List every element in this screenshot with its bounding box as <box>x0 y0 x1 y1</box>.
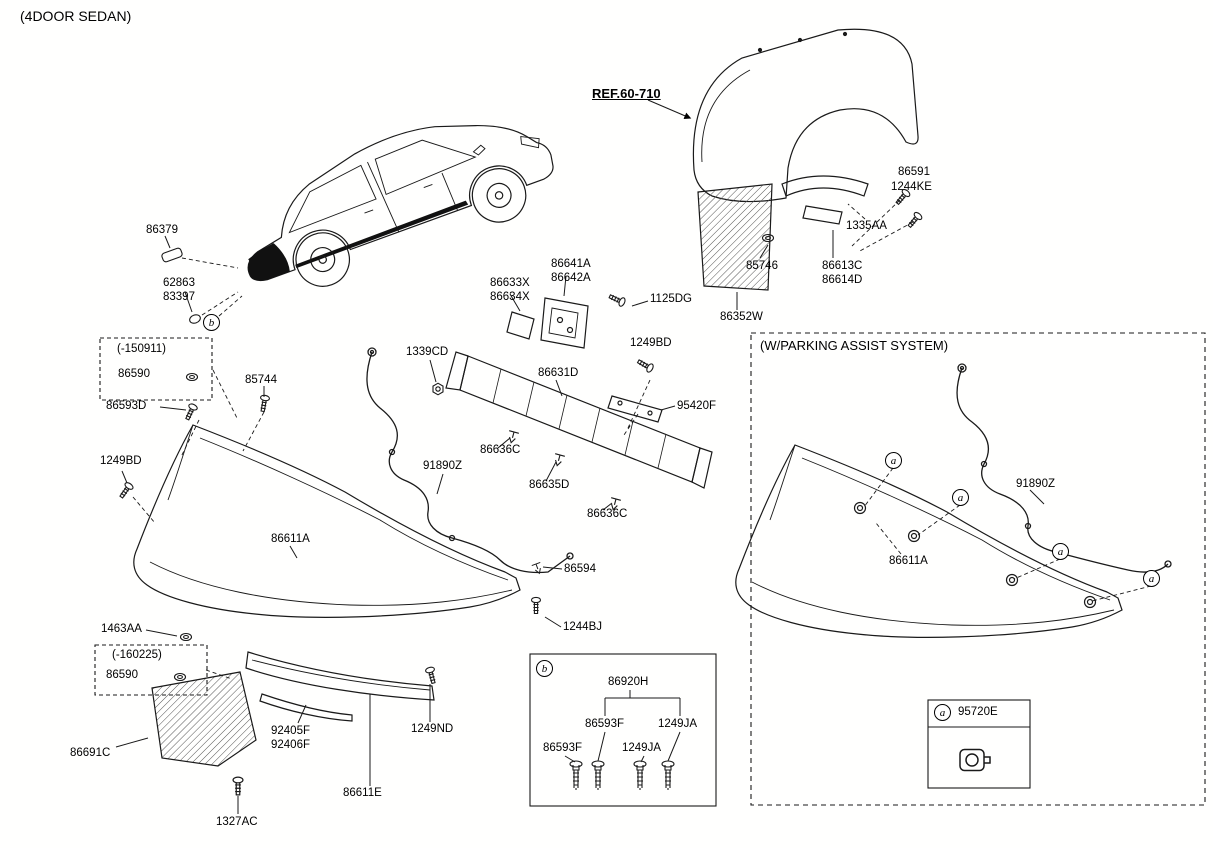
part-86611E: 86611E <box>343 787 382 799</box>
hardware-b-box <box>529 653 717 807</box>
part-86614D: 86614D <box>822 274 863 286</box>
wiring-harness-right <box>956 363 1172 573</box>
part-1244KE: 1244KE <box>891 181 932 193</box>
car-illustration <box>247 124 554 287</box>
part-86593F-2: 86593F <box>543 742 583 754</box>
callout-a-1: a <box>885 452 902 469</box>
part-86611A-left: 86611A <box>271 533 310 545</box>
callout-b-box: b <box>536 660 553 677</box>
part-86611A-right: 86611A <box>889 555 928 567</box>
until-150911-box <box>99 337 213 401</box>
ref-60-710: REF.60-710 <box>592 86 661 101</box>
part-86593F-1: 86593F <box>585 718 625 730</box>
wiring-harness-left <box>366 347 574 574</box>
parking-box-title: (W/PARKING ASSIST SYSTEM) <box>760 338 949 353</box>
part-1249BD-mid: 1249BD <box>630 337 672 349</box>
part-86593D: 86593D <box>106 400 147 412</box>
part-1249ND: 1249ND <box>411 723 454 735</box>
part-1244BJ: 1244BJ <box>563 621 603 633</box>
box-160225-title: (-160225) <box>112 649 162 661</box>
part-83397: 83397 <box>163 291 195 303</box>
callout-a-2: a <box>952 489 969 506</box>
part-86642A: 86642A <box>551 272 591 284</box>
part-86633X: 86633X <box>490 277 530 289</box>
part-86613C: 86613C <box>822 260 863 272</box>
part-85744: 85744 <box>245 374 277 386</box>
leader-lines-dashed <box>132 199 1152 680</box>
part-95420F: 95420F <box>677 400 717 412</box>
callout-a-legend: a <box>934 704 951 721</box>
part-86590-b: 86590 <box>106 669 138 681</box>
part-86636C-1: 86636C <box>480 444 521 456</box>
part-1249JA-1: 1249JA <box>658 718 698 730</box>
part-1335AA: 1335AA <box>846 220 887 232</box>
part-86636C-2: 86636C <box>587 508 628 520</box>
ref-arrow <box>647 99 692 120</box>
part-86591: 86591 <box>898 166 930 178</box>
part-91890Z-right: 91890Z <box>1016 478 1056 490</box>
callout-a-4: a <box>1143 570 1160 587</box>
part-86594: 86594 <box>564 563 596 575</box>
parking-sensor-holes <box>853 501 1097 609</box>
leader-lines-solid <box>115 99 1045 814</box>
reinforcement-beam <box>432 291 713 512</box>
boxes <box>94 332 1206 807</box>
diagram-title: (4DOOR SEDAN) <box>20 8 132 24</box>
part-91890Z-left: 91890Z <box>423 460 463 472</box>
part-86590-a: 86590 <box>118 368 150 380</box>
parking-assist-contents <box>735 363 1172 772</box>
part-1327AC: 1327AC <box>216 816 258 828</box>
part-1463AA: 1463AA <box>101 623 142 635</box>
hardware-box-contents <box>564 690 681 791</box>
part-86634X: 86634X <box>490 291 530 303</box>
part-86635D: 86635D <box>529 479 570 491</box>
part-1249BD-left: 1249BD <box>100 455 142 467</box>
bumper-cover-left <box>116 247 545 642</box>
callout-b-main: b <box>203 314 220 331</box>
part-86379: 86379 <box>146 224 178 236</box>
part-1339CD: 1339CD <box>406 346 449 358</box>
part-86641A: 86641A <box>551 258 591 270</box>
fender-illustration <box>692 28 924 291</box>
part-86691C: 86691C <box>70 747 111 759</box>
parking-assist-box <box>750 332 1206 806</box>
part-86631D: 86631D <box>538 367 579 379</box>
part-85746: 85746 <box>746 260 778 272</box>
box-150911-title: (-150911) <box>117 343 167 355</box>
part-95720E: 95720E <box>958 706 998 718</box>
part-92406F: 92406F <box>271 739 311 751</box>
part-1125DG: 1125DG <box>650 293 692 305</box>
part-92405F: 92405F <box>271 725 311 737</box>
callout-a-3: a <box>1052 543 1069 560</box>
part-86352W: 86352W <box>720 311 763 323</box>
part-1249JA-2: 1249JA <box>622 742 662 754</box>
part-62863: 62863 <box>163 277 195 289</box>
sensor-legend-box <box>927 699 1031 789</box>
part-86920H: 86920H <box>608 676 649 688</box>
